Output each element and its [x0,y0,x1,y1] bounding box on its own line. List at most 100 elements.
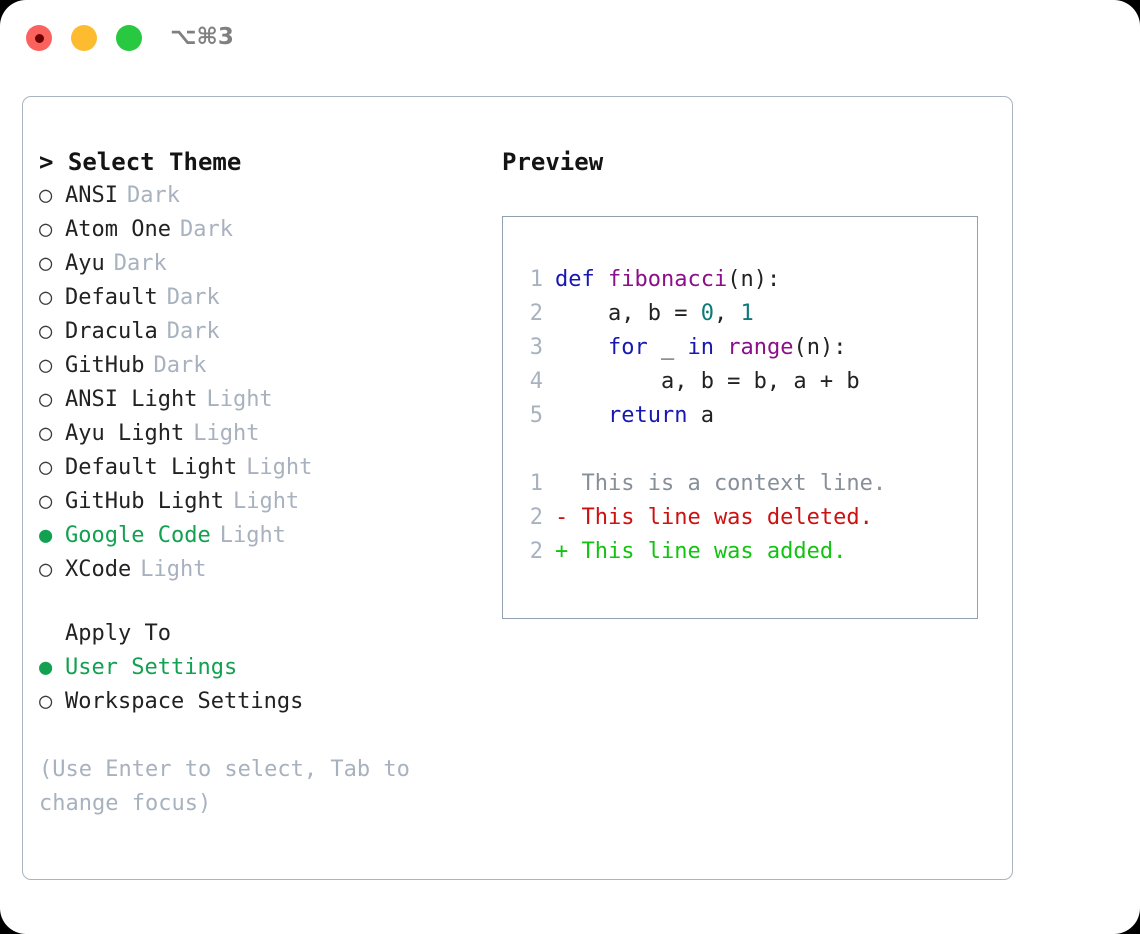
theme-option-tag: Light [193,421,260,446]
code-token-fn: range [727,335,794,360]
theme-option-google-code[interactable]: ● Google Code Light [39,519,499,553]
code-line: 4 a, b = b, a + b [521,365,977,399]
radio-unselected-icon: ○ [39,557,53,582]
code-token-plain: , [713,301,741,326]
apply-to-list[interactable]: ●User Settings ○ Workspace Settings [39,651,499,719]
close-icon [34,33,44,43]
code-token-kw: def [555,267,608,292]
theme-option-label: ANSI Light [65,387,198,412]
line-number: 3 [529,335,543,360]
theme-option-tag: Light [140,557,207,582]
radio-unselected-icon: ○ [39,183,53,208]
code-line-text: for _ in range(n): [555,331,846,365]
radio-unselected-icon: ○ [39,387,53,412]
code-token-plain [555,335,608,360]
code-line: 2 a, b = 0, 1 [521,297,977,331]
keyboard-hint-text: (Use Enter to select, Tab to change focu… [39,757,424,816]
diff-line-add: 2+ This line was added. [521,535,977,569]
theme-option-tag: Dark [113,251,167,276]
theme-option-label: Ayu Light [65,421,185,446]
theme-option-label: Google Code [65,523,211,548]
theme-option-label: ANSI [65,183,118,208]
code-token-plain: (n): [727,267,781,292]
diff-line-del: 2- This line was deleted. [521,501,977,535]
code-token-plain: a [687,403,714,428]
code-token-plain [555,403,608,428]
theme-option-dracula[interactable]: ○ Dracula Dark [39,315,499,349]
diff-line-ctx: 1 This is a context line. [521,467,977,501]
line-number: 2 [529,505,543,530]
theme-option-tag: Dark [179,217,233,242]
line-number: 1 [529,267,543,292]
radio-selected-icon: ● [39,523,53,548]
theme-option-ansi[interactable]: ○ ANSI Dark [39,179,499,213]
radio-unselected-icon: ○ [39,285,53,310]
title-bar: ⌥⌘3 [0,0,1140,80]
code-token-plain: (n): [793,335,847,360]
code-line: 5 return a [521,399,977,433]
line-number: 2 [529,301,543,326]
theme-option-tag: Dark [166,319,220,344]
apply-to-option-user-settings[interactable]: ●User Settings [39,651,499,685]
theme-option-ayu-light[interactable]: ○ Ayu Light Light [39,417,499,451]
theme-option-tag: Light [219,523,286,548]
theme-option-label: GitHub Light [65,489,224,514]
theme-option-tag: Light [232,489,300,514]
theme-option-tag: Light [246,455,313,480]
theme-option-tag: Dark [153,353,207,378]
window-controls [26,25,142,51]
theme-option-label: Default [65,285,158,310]
theme-option-github-light[interactable]: ○ GitHub Light Light [39,485,499,519]
theme-option-label: Dracula [65,319,158,344]
radio-unselected-icon: ○ [39,217,53,242]
theme-option-label: Atom One [65,217,171,242]
radio-unselected-icon: ○ [39,489,53,514]
theme-option-atom-one[interactable]: ○ Atom One Dark [39,213,499,247]
minimize-button[interactable] [71,25,97,51]
maximize-button[interactable] [116,25,142,51]
theme-option-xcode[interactable]: ○ XCode Light [39,553,499,587]
apply-to-option-label: Workspace Settings [65,689,304,714]
radio-unselected-icon: ○ [39,421,53,446]
radio-unselected-icon: ○ [39,689,53,714]
apply-to-heading: Apply To [65,621,171,646]
code-token-num: 0 [700,301,714,326]
code-token-kw: return [607,403,688,428]
preview-heading: Preview [502,148,604,176]
theme-option-ansi-light[interactable]: ○ ANSI Light Light [39,383,499,417]
close-button[interactable] [26,25,52,51]
radio-unselected-icon: ○ [39,353,53,378]
theme-option-tag: Dark [126,183,180,208]
code-line-text: a, b = 0, 1 [555,297,754,331]
theme-option-label: XCode [65,557,132,582]
line-number: 2 [529,539,543,564]
code-token-kw: in [687,335,714,360]
code-token-plain [714,335,727,360]
code-line-text: return a [555,399,714,433]
code-line-text: def fibonacci(n): [555,263,780,297]
radio-unselected-icon: ○ [39,455,53,480]
code-token-plain: a, b = [555,301,701,326]
code-token-fn: fibonacci [607,267,728,292]
line-number: 5 [529,403,543,428]
code-token-num: 1 [740,301,754,326]
code-token-plain: a, b = b, a + b [555,369,860,394]
apply-to-option-workspace-settings[interactable]: ○ Workspace Settings [39,685,499,719]
line-number: 4 [529,369,543,394]
radio-unselected-icon: ○ [39,319,53,344]
apply-to-section: Apply To ●User Settings ○ Workspace Settin… [39,617,499,719]
diff-line-text: This is a context line. [555,471,887,496]
theme-option-tag: Light [206,387,273,412]
code-spacer [521,433,977,467]
